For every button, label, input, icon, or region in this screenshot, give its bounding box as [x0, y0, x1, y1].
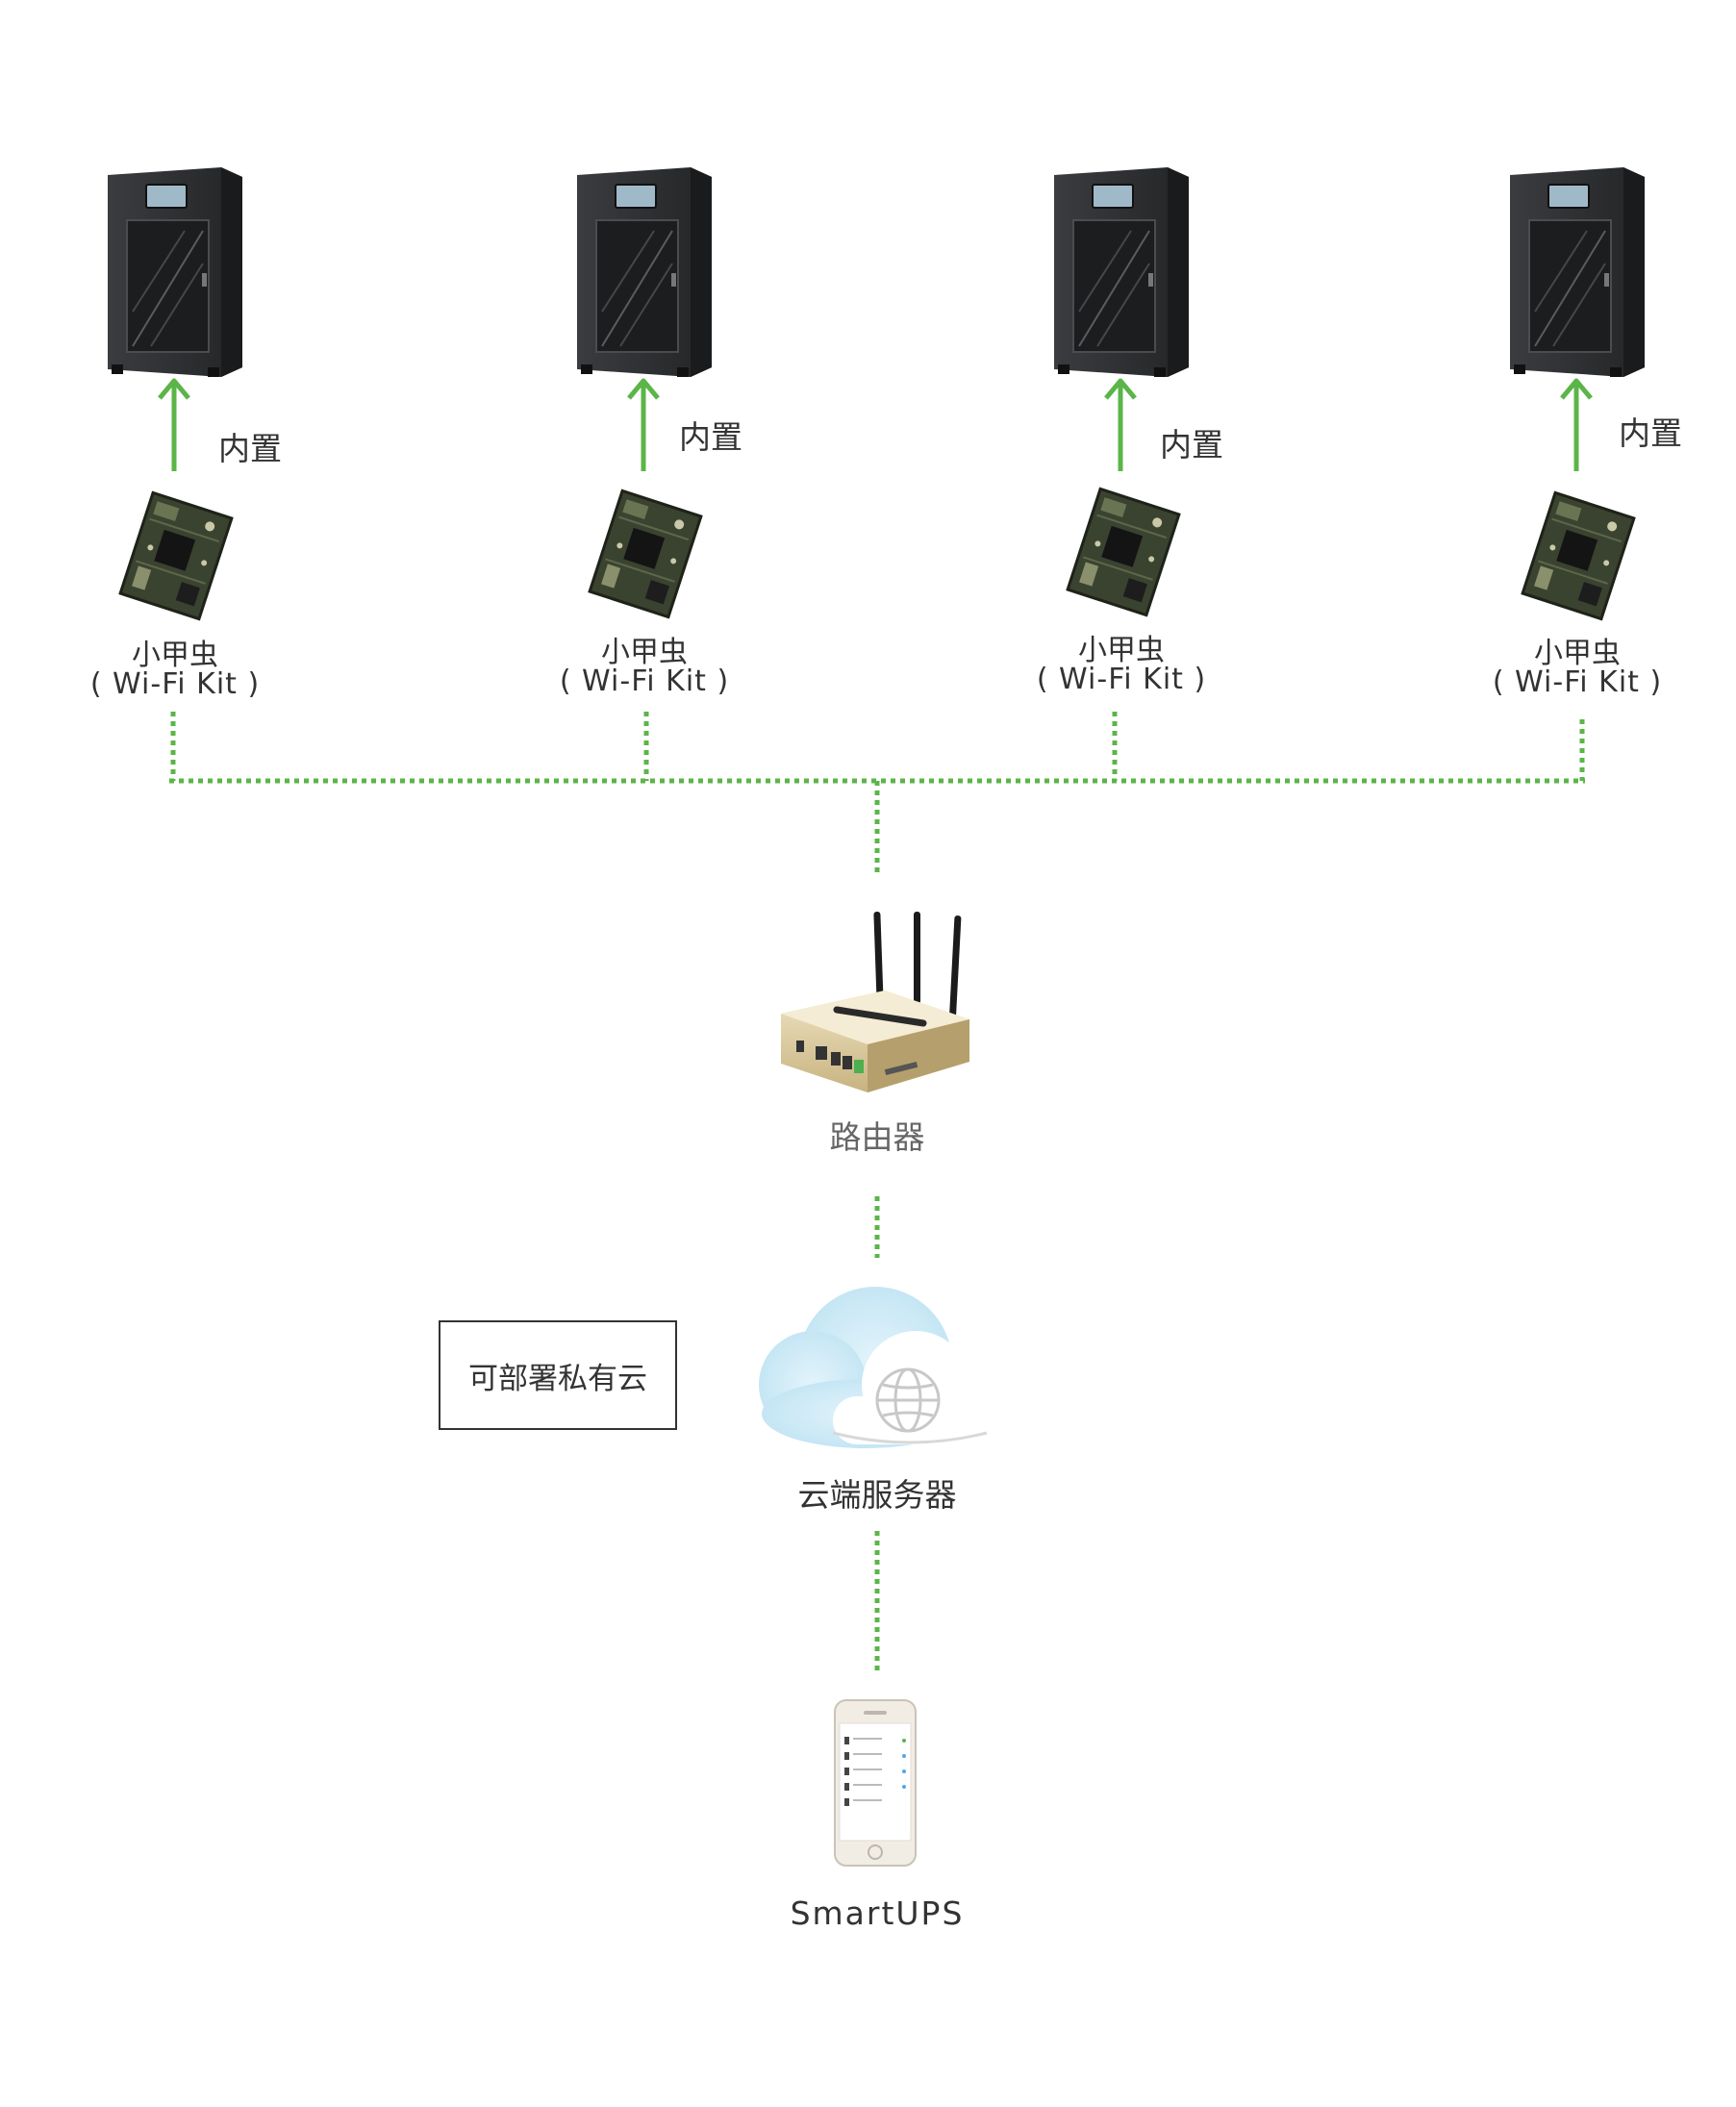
cloud-globe-icon	[759, 1287, 988, 1448]
ups-cabinet-icon	[1053, 166, 1190, 378]
embed-label: 内置	[218, 430, 282, 467]
wifi-links	[169, 712, 1585, 1673]
wifi-kit-subtitle: ( Wi-Fi Kit )	[1036, 663, 1207, 696]
wifi-kit-board-icon	[588, 489, 703, 619]
ups-cabinet-icon	[107, 166, 243, 378]
wifi-kit-board-icon	[118, 490, 234, 621]
embed-label: 内置	[1619, 414, 1682, 452]
wifi-kit-name: 小甲虫	[1078, 634, 1165, 667]
embed-arrow-icon	[1106, 381, 1135, 471]
router-icon	[781, 911, 969, 1092]
smartups-app-label: SmartUPS	[790, 1894, 965, 1932]
embed-arrow-icon	[629, 381, 658, 471]
embed-arrow-icon	[1562, 381, 1591, 471]
ups-cabinet-icon	[576, 166, 713, 378]
wifi-kit-subtitle: ( Wi-Fi Kit )	[559, 665, 730, 698]
private-cloud-note: 可部署私有云	[439, 1320, 677, 1430]
wifi-kit-name: 小甲虫	[1534, 637, 1621, 670]
embed-label: 内置	[1160, 426, 1223, 464]
wifi-kit-board-icon	[1521, 490, 1636, 621]
wifi-kit-subtitle: ( Wi-Fi Kit )	[89, 667, 261, 701]
wifi-kit-board-icon	[1066, 487, 1181, 617]
router-label: 路由器	[829, 1118, 925, 1156]
ups-cabinet-icon	[1509, 166, 1646, 378]
embed-arrow-icon	[160, 381, 189, 471]
wifi-kit-subtitle: ( Wi-Fi Kit )	[1492, 665, 1663, 699]
wifi-kit-name: 小甲虫	[601, 636, 688, 669]
embed-label: 内置	[679, 418, 742, 456]
smartphone-icon	[834, 1699, 917, 1867]
wifi-kit-name: 小甲虫	[132, 639, 218, 672]
private-cloud-note-text: 可部署私有云	[468, 1361, 647, 1396]
cloud-server-label: 云端服务器	[797, 1476, 957, 1514]
